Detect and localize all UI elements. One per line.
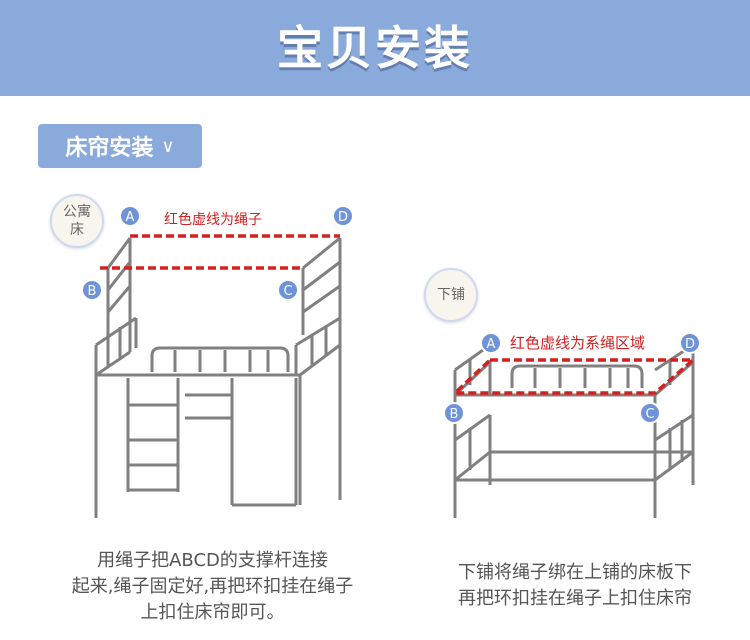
header-banner bbox=[0, 0, 750, 96]
curtain-install-tab[interactable]: 床帘安装 ∨ bbox=[38, 124, 202, 168]
bunk-bed-frame bbox=[453, 343, 695, 518]
apartment-bed-badge: 公寓床 bbox=[50, 194, 104, 248]
loft-instructions: 用绳子把ABCD的支撑杆连接 起来,绳子固定好,再把环扣挂在绳子 上扣住床帘即可… bbox=[71, 550, 354, 623]
rope-dashed-line bbox=[100, 234, 340, 270]
tie-zone-dashed-area bbox=[450, 358, 698, 395]
page-title: 宝贝安装 bbox=[277, 21, 473, 75]
chevron-down-icon: ∨ bbox=[161, 135, 175, 157]
section-label: 床帘安装 bbox=[65, 136, 154, 161]
loft-bed-frame bbox=[94, 236, 342, 518]
bunk-instructions: 下铺将绳子绑在上铺的床板下 再把环扣挂在绳子上扣住床帘 bbox=[458, 562, 692, 609]
lower-bunk-badge: 下铺 bbox=[424, 268, 478, 322]
